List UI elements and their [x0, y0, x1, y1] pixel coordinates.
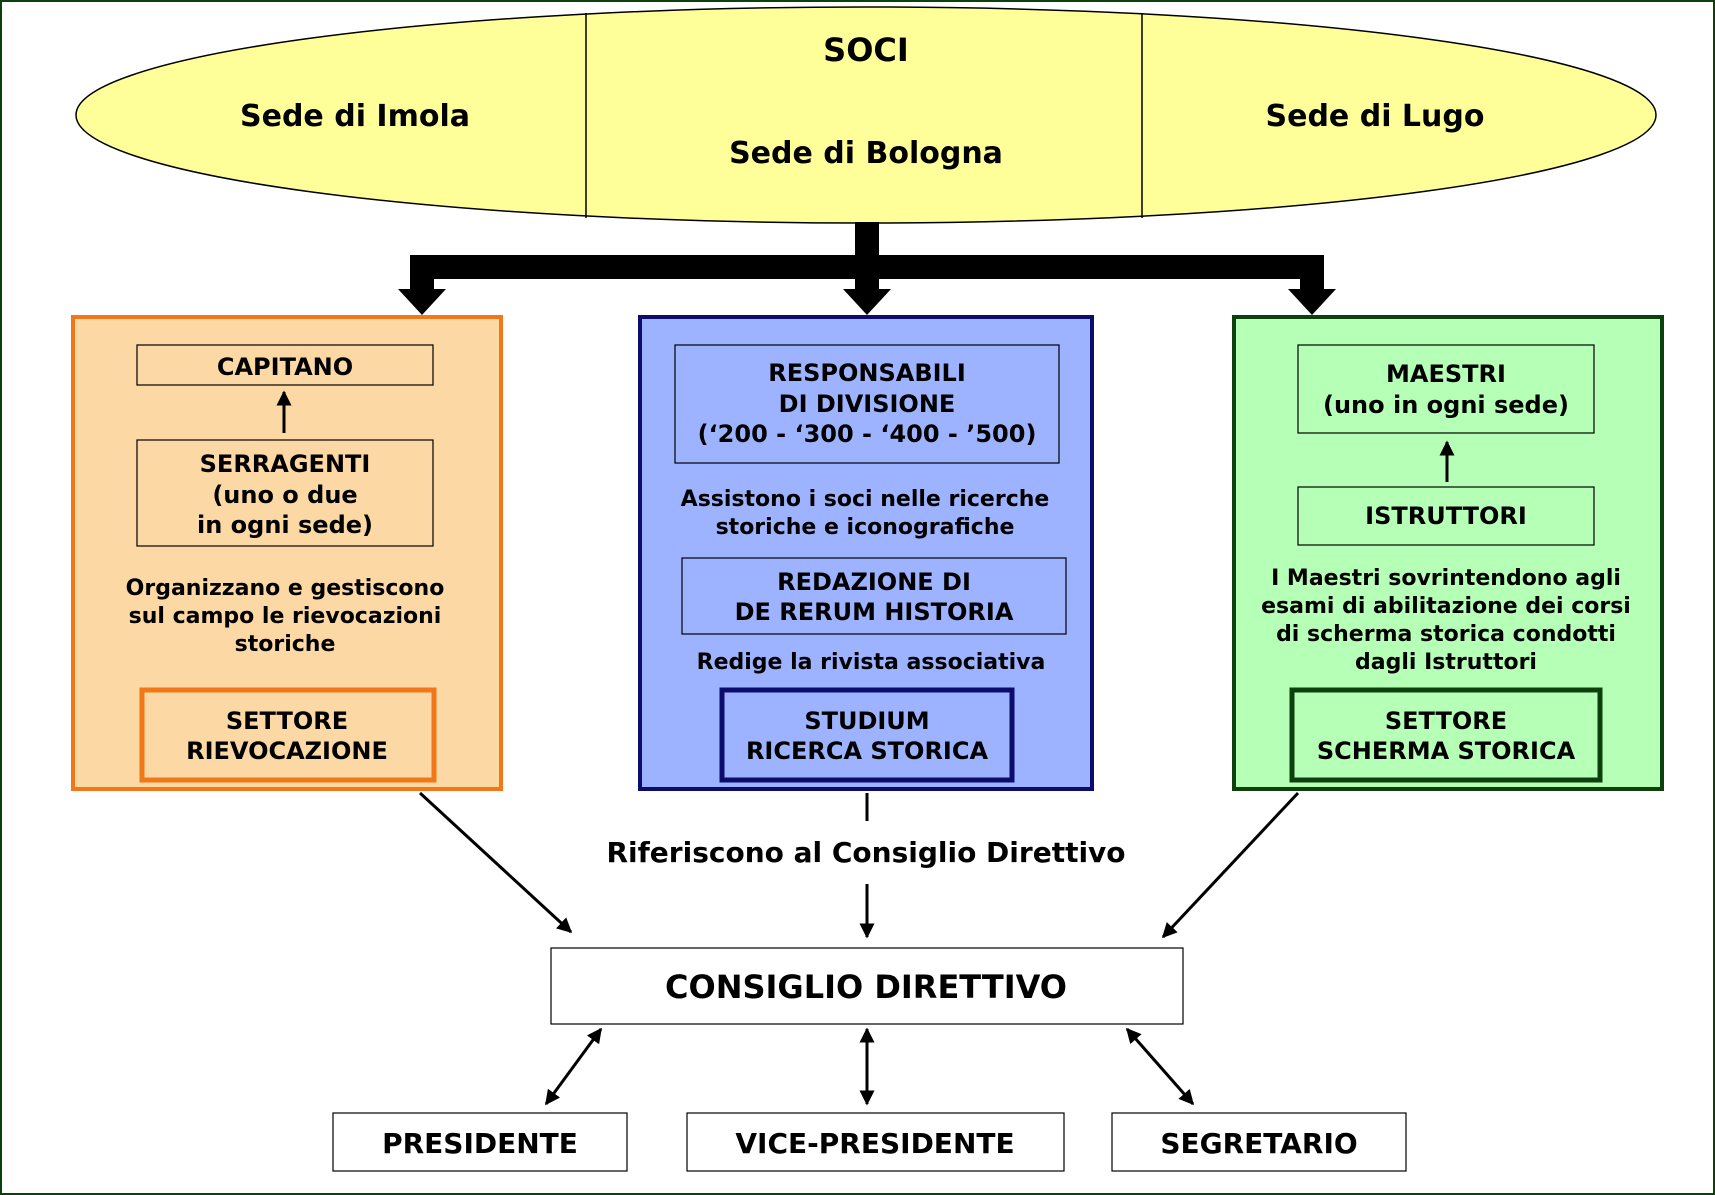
studium-redige: Redige la rivista associativa — [697, 650, 1046, 675]
scherma-desc-3: di scherma storica condotti — [1276, 622, 1616, 647]
consiglio-box — [550, 947, 1184, 1025]
distribution-arrows — [398, 222, 1336, 315]
scherma-report-arrow — [1161, 791, 1300, 939]
capitano-box — [136, 344, 434, 386]
right-arrow-stem — [1300, 255, 1324, 295]
segretario-link-arrow — [1125, 1027, 1195, 1106]
studium-sector-line-2: RICERCA STORICA — [746, 737, 989, 765]
maestri-line-2: (uno in ogni sede) — [1323, 391, 1569, 419]
rievocazione-report-arrow — [418, 791, 573, 934]
studium-assist-2: storiche e iconografiche — [716, 515, 1015, 540]
studium-panel: RESPONSABILI DI DIVISIONE (‘200 - ‘300 -… — [638, 315, 1094, 791]
rievocazione-panel: CAPITANO SERRAGENTI (uno o due in ogni s… — [71, 315, 503, 791]
capitano-label: CAPITANO — [217, 353, 353, 381]
redazione-line-1: REDAZIONE DI — [777, 568, 971, 596]
center-arrow-head — [843, 289, 891, 315]
studium-assist-1: Assistono i soci nelle ricerche — [681, 487, 1050, 512]
sede-bologna: Sede di Bologna — [729, 136, 1003, 171]
scherma-desc-2: esami di abilitazione dei corsi — [1261, 594, 1631, 619]
rievocazione-desc-2: sul campo le rievocazioni — [129, 604, 442, 629]
maestri-box — [1297, 344, 1595, 434]
presidente-link-arrow — [544, 1027, 603, 1106]
settore-scherma-line-2: SCHERMA STORICA — [1317, 737, 1576, 765]
rievocazione-desc-3: storiche — [235, 632, 336, 657]
center-arrow-stem — [855, 255, 879, 295]
serragenti-line-3: in ogni sede) — [197, 511, 373, 539]
sede-imola: Sede di Imola — [240, 99, 470, 134]
presidente-box — [332, 1112, 628, 1172]
settore-rievocazione-box — [139, 687, 437, 783]
segretario-label: SEGRETARIO — [1160, 1127, 1357, 1160]
rievocazione-desc-1: Organizzano e gestiscono — [126, 576, 445, 601]
settore-scherma-box — [1289, 687, 1603, 783]
redazione-box — [681, 557, 1067, 635]
istruttori-label: ISTRUTTORI — [1365, 502, 1527, 530]
serragenti-box — [136, 439, 434, 547]
sede-lugo: Sede di Lugo — [1266, 99, 1485, 134]
istruttori-box — [1297, 486, 1595, 546]
maestri-line-1: MAESTRI — [1386, 360, 1506, 388]
settore-scherma-line-1: SETTORE — [1385, 707, 1507, 735]
segretario-box — [1111, 1112, 1407, 1172]
scherma-panel: MAESTRI (uno in ogni sede) ISTRUTTORI I … — [1232, 315, 1664, 791]
presidente-label: PRESIDENTE — [382, 1127, 578, 1160]
studium-sector-line-1: STUDIUM — [804, 707, 929, 735]
serragenti-line-2: (uno o due — [212, 481, 357, 509]
right-arrow-head — [1288, 289, 1336, 315]
responsabili-line-2: DI DIVISIONE — [779, 390, 956, 418]
serragenti-line-1: SERRAGENTI — [200, 450, 371, 478]
left-arrow-stem — [410, 255, 434, 295]
soci-title: SOCI — [823, 31, 909, 69]
scherma-desc-4: dagli Istruttori — [1355, 650, 1537, 675]
scherma-desc-1: I Maestri sovrintendono agli — [1271, 566, 1621, 591]
responsabili-line-1: RESPONSABILI — [768, 359, 966, 387]
riferiscono-label: Riferiscono al Consiglio Direttivo — [606, 836, 1125, 869]
responsabili-box — [674, 344, 1060, 464]
soci-ellipse: SOCI Sede di Imola Sede di Bologna Sede … — [75, 6, 1657, 224]
studium-sector-box — [719, 687, 1015, 783]
left-arrow-head — [398, 289, 446, 315]
redazione-line-2: DE RERUM HISTORIA — [735, 598, 1014, 626]
responsabili-line-3: (‘200 - ‘300 - ‘400 - ’500) — [698, 420, 1037, 448]
vice-presidente-label: VICE-PRESIDENTE — [735, 1127, 1014, 1160]
consiglio-label: CONSIGLIO DIRETTIVO — [665, 968, 1067, 1006]
settore-rievocazione-line-1: SETTORE — [226, 707, 348, 735]
settore-rievocazione-line-2: RIEVOCAZIONE — [186, 737, 388, 765]
vice-presidente-box — [686, 1112, 1065, 1172]
